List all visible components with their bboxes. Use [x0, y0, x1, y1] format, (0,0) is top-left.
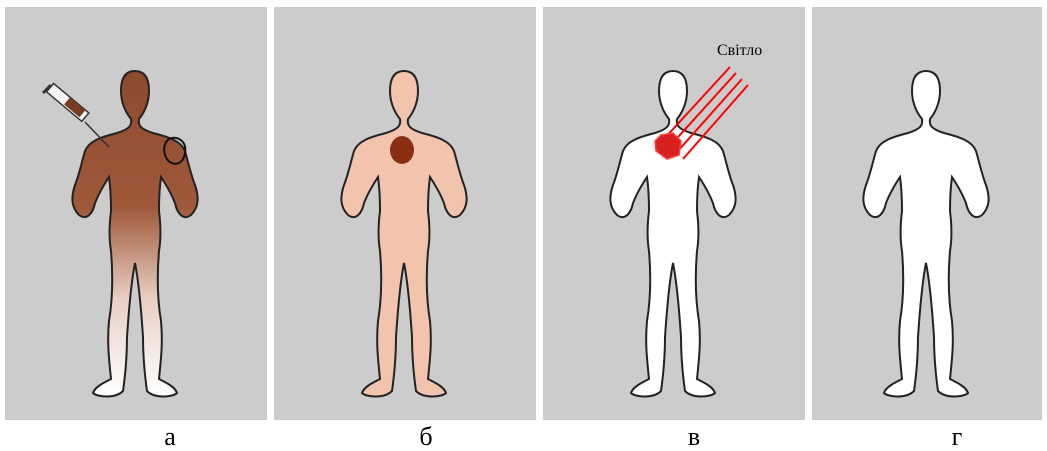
- figure-d: [812, 7, 1042, 420]
- caption-b: б: [406, 424, 446, 450]
- figure-c: [543, 7, 805, 420]
- panel-d: [812, 7, 1042, 420]
- caption-c: в: [674, 424, 714, 450]
- panel-b: [274, 7, 536, 420]
- panel-c: Світло: [543, 7, 805, 420]
- accumulated-spot: [390, 136, 414, 164]
- figure-a: [5, 7, 267, 420]
- syringe-icon: [43, 83, 109, 147]
- light-label: Світло: [717, 43, 762, 59]
- caption-a: а: [150, 424, 190, 450]
- figure-b: [274, 7, 536, 420]
- panel-a: [5, 7, 267, 420]
- caption-d: г: [937, 424, 977, 450]
